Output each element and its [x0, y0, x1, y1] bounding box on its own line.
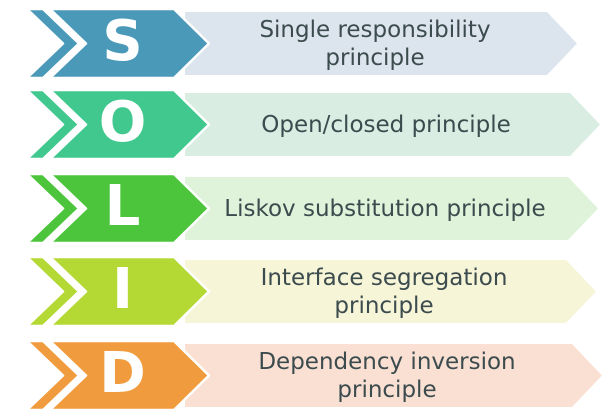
banner-shape-i [185, 260, 596, 323]
label-line: Open/closed principle [261, 111, 511, 138]
chevron-arrow-icon [25, 340, 210, 411]
arrow-letter-l: L [104, 173, 141, 239]
row-open-closed: Open/closed principle O [0, 89, 606, 160]
label-line: principle [325, 44, 425, 71]
row-interface-segregation: Interface segregation principle I [0, 256, 606, 327]
label-line: Dependency inversion [258, 348, 516, 375]
banner-shape-l [185, 177, 598, 240]
banner-label-liskov-substitution: Liskov substitution principle [200, 177, 570, 240]
banner-shape-o [185, 93, 600, 156]
label-line: principle [334, 292, 434, 319]
chevron-arrow-icon [25, 173, 210, 244]
label-line: Single responsibility [259, 16, 491, 43]
row-liskov-substitution: Liskov substitution principle L [0, 173, 606, 244]
chevron-arrow-icon [25, 89, 210, 160]
chevron-arrow-icon [25, 256, 210, 327]
row-single-responsibility: Single responsibility principle S [0, 8, 606, 79]
arrow-letter-d: D [99, 340, 146, 406]
label-line: principle [337, 376, 437, 403]
label-line: Interface segregation [260, 264, 508, 291]
banner-label-dependency-inversion: Dependency inversion principle [200, 344, 574, 407]
row-dependency-inversion: Dependency inversion principle D [0, 340, 606, 411]
chevron-arrow-icon [25, 8, 210, 79]
arrow-letter-i: I [112, 256, 133, 322]
banner-label-interface-segregation: Interface segregation principle [200, 260, 568, 323]
banner-shape-s [185, 12, 577, 75]
arrow-letter-s: S [102, 8, 143, 74]
banner-shape-d [185, 344, 602, 407]
arrow-letter-o: O [98, 89, 147, 155]
banner-label-single-responsibility: Single responsibility principle [200, 12, 550, 75]
label-line: Liskov substitution principle [224, 195, 546, 222]
banner-label-open-closed: Open/closed principle [200, 93, 572, 156]
